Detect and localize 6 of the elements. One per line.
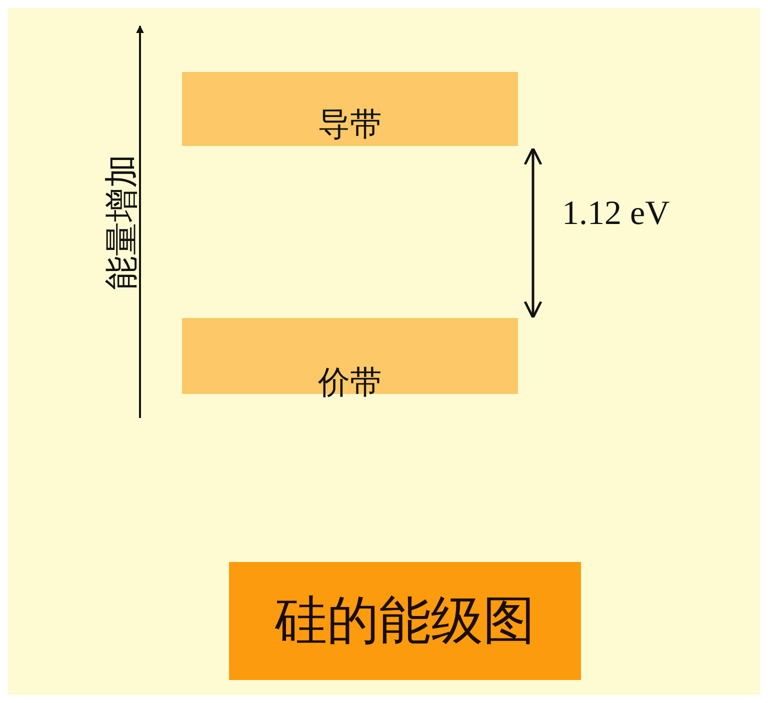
- title-text: 硅的能级图: [275, 595, 535, 647]
- conduction-band: [182, 72, 518, 146]
- edge-label: 1.12 eV: [562, 197, 670, 231]
- title-box: [229, 562, 581, 680]
- band-label: 导带: [318, 108, 382, 140]
- band-label: 价带: [318, 366, 382, 398]
